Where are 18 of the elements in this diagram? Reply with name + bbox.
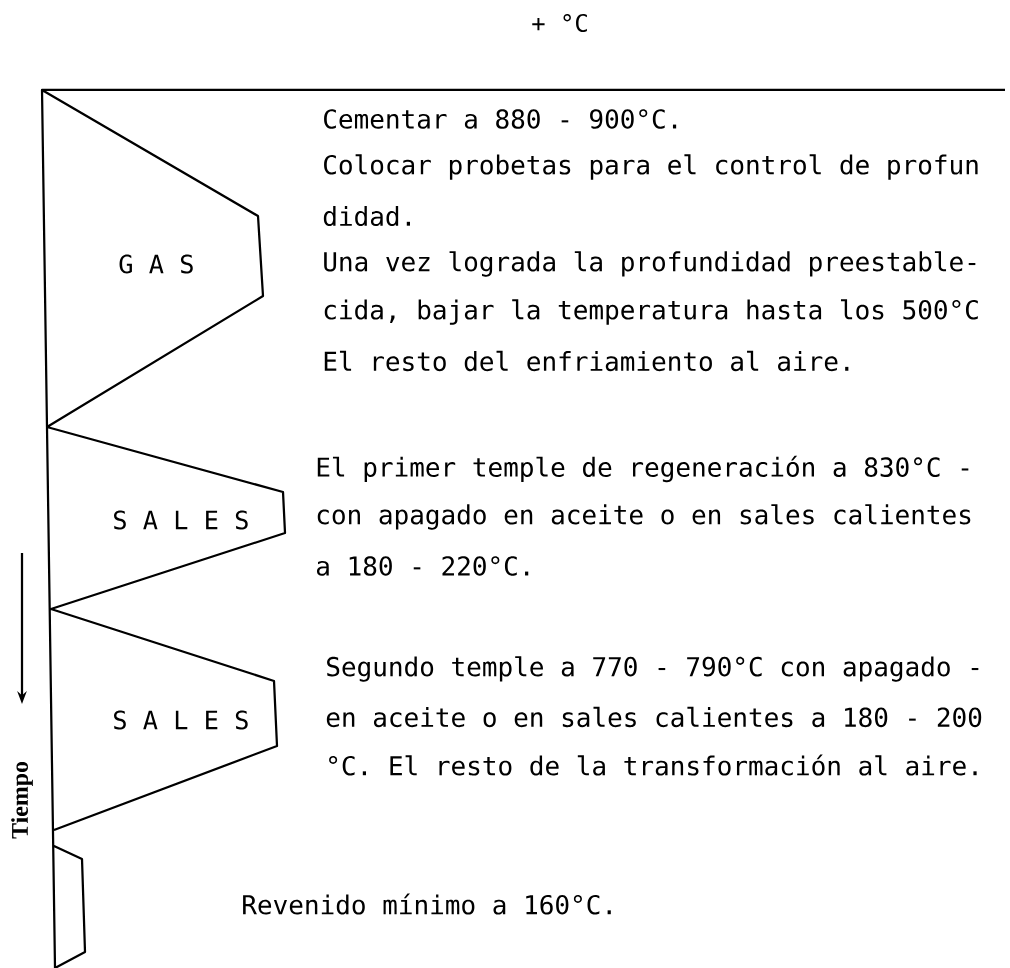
instruction-text: Cementar a 880 - 900°C. bbox=[324, 109, 677, 129]
instruction-text: a 180 - 220°C. bbox=[317, 556, 529, 576]
instruction-text: El primer temple de regeneración a 830°C - bbox=[317, 455, 969, 483]
instruction-text: °C. El resto de la transformación al aire. bbox=[329, 754, 977, 776]
instruction-text: Una vez lograda la profundidad preestable- bbox=[324, 251, 976, 277]
instruction-text: con apagado en aceite o en sales calientes bbox=[317, 504, 971, 530]
instruction-text: El resto del enfriamiento al aire. bbox=[324, 350, 849, 372]
medium-label: G A S bbox=[119, 254, 193, 274]
axis-label: Tiempo bbox=[11, 761, 33, 839]
instruction-text: Segundo temple a 770 - 790°C con apagado - bbox=[327, 656, 979, 682]
instruction-text: Revenido mínimo a 160°C. bbox=[243, 893, 611, 915]
instruction-text: Colocar probetas para el control de profun bbox=[324, 154, 978, 180]
medium-label: S A L E S bbox=[114, 510, 248, 530]
medium-label: S A L E S bbox=[114, 710, 248, 730]
instruction-text: en aceite o en sales calientes a 180 - 200 bbox=[326, 706, 982, 728]
instruction-text: cida, bajar la temperatura hasta los 500°C bbox=[324, 299, 978, 325]
instruction-text: didad. bbox=[323, 205, 410, 227]
axis-label: + °C bbox=[532, 13, 587, 33]
